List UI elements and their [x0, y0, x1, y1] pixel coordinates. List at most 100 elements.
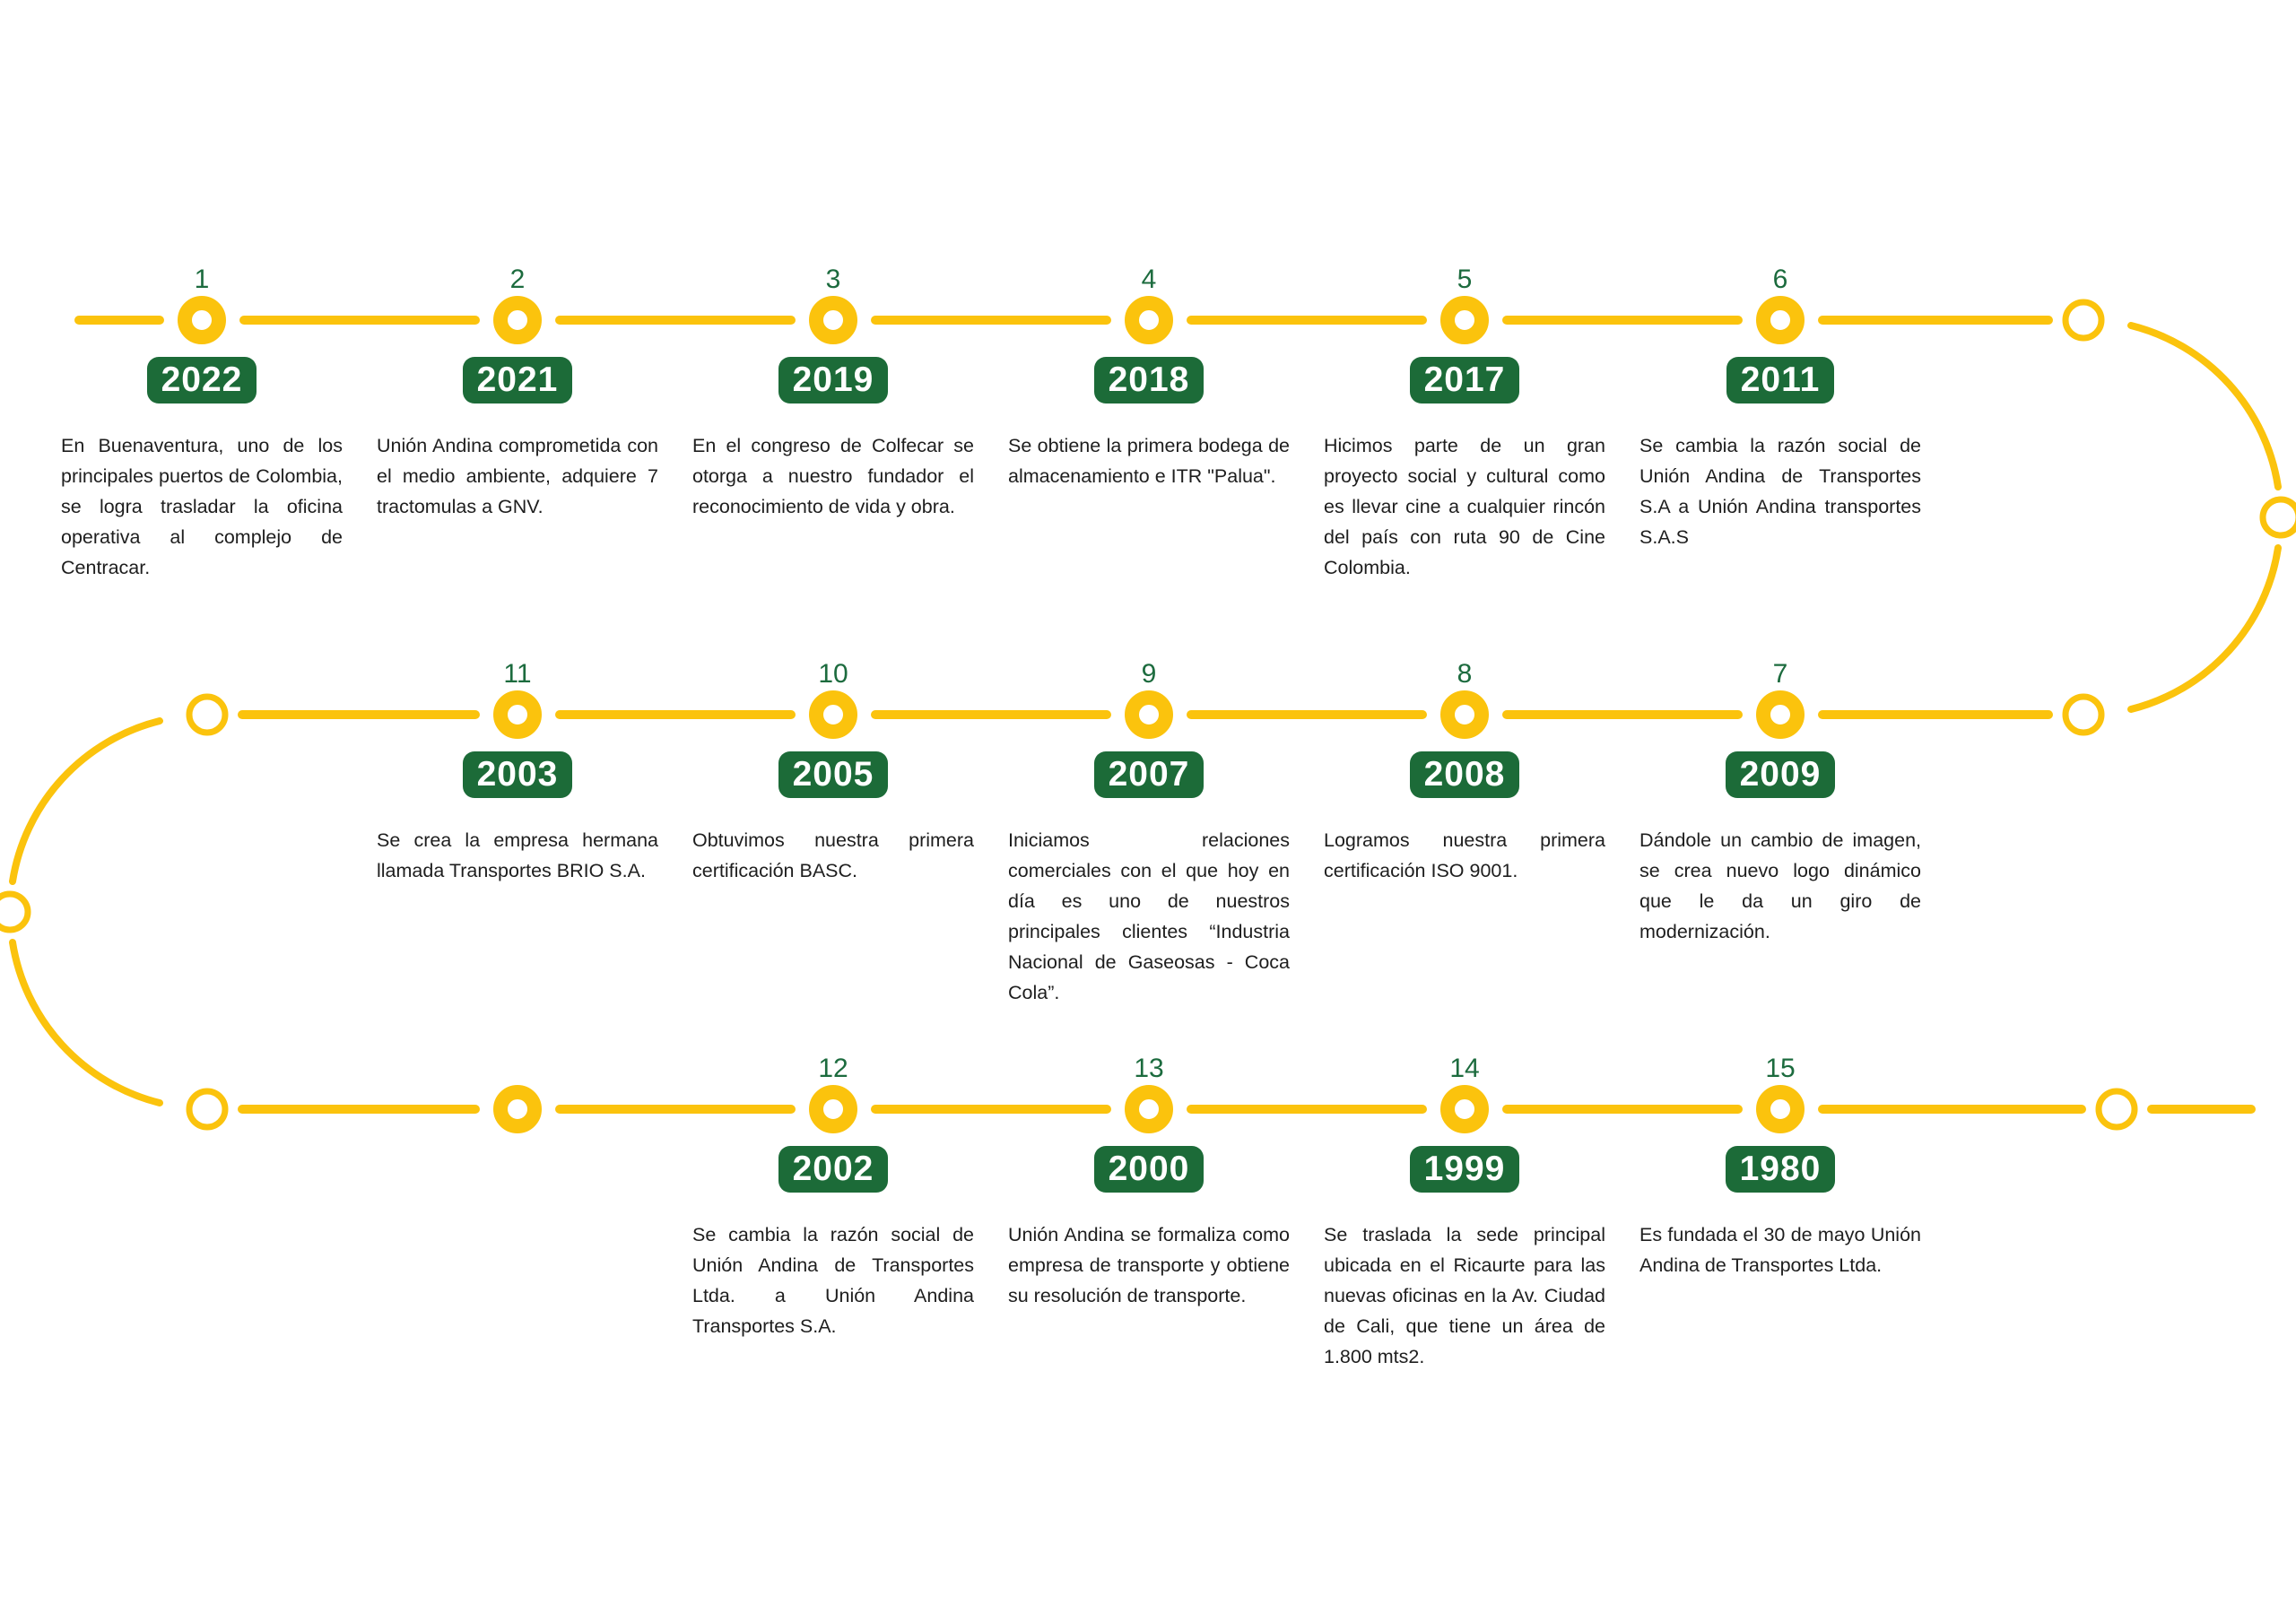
milestone-number: 13 — [1134, 1054, 1164, 1083]
milestone-1980: 15 1980 Es fundada el 30 de mayo Unión A… — [1630, 1054, 1931, 1280]
ring-row2-right — [2062, 693, 2105, 736]
node-1 — [178, 296, 226, 344]
milestone-description: En Buenaventura, uno de los principales … — [61, 435, 343, 578]
milestone-description: Se traslada la sede principal ubicada en… — [1324, 1224, 1605, 1367]
milestone-2007: 9 2007 Iniciamos relaciones comerciales … — [998, 659, 1300, 1008]
year-badge: 2002 — [778, 1146, 889, 1193]
milestone-2021: 2 2021 Unión Andina comprometida con el … — [367, 265, 668, 522]
node-3 — [809, 296, 857, 344]
year-badge: 2008 — [1409, 751, 1520, 798]
ring-row3-left — [186, 1088, 229, 1131]
node-unnumbered — [493, 1085, 542, 1133]
milestone-number: 15 — [1765, 1054, 1796, 1083]
year-label: 2009 — [1739, 755, 1822, 794]
ring-row3-right — [2095, 1088, 2138, 1131]
year-badge: 2009 — [1725, 751, 1836, 798]
node-9 — [1125, 690, 1173, 739]
milestone-description: Se cambia la razón social de Unión Andin… — [692, 1224, 974, 1337]
year-label: 2005 — [792, 755, 874, 794]
node-4 — [1125, 296, 1173, 344]
milestone-description: Es fundada el 30 de mayo Unión Andina de… — [1639, 1224, 1921, 1276]
year-label: 2002 — [792, 1150, 874, 1188]
node-12 — [809, 1085, 857, 1133]
year-label: 2017 — [1423, 360, 1506, 399]
connector-arc-right — [2127, 322, 2282, 713]
milestone-description: Obtuvimos nuestra primera certificación … — [692, 829, 974, 881]
node-13 — [1125, 1085, 1173, 1133]
milestone-description: Iniciamos relaciones comerciales con el … — [1008, 829, 1290, 1003]
year-label: 2011 — [1740, 360, 1821, 399]
node-10 — [809, 690, 857, 739]
year-badge: 2022 — [146, 357, 257, 404]
year-badge: 2019 — [778, 357, 889, 404]
node-7 — [1756, 690, 1805, 739]
node-5 — [1440, 296, 1489, 344]
year-label: 2008 — [1423, 755, 1506, 794]
year-badge: 2007 — [1093, 751, 1205, 798]
milestone-description: Hicimos parte de un gran proyecto social… — [1324, 435, 1605, 578]
milestone-description: Dándole un cambio de imagen, se crea nue… — [1639, 829, 1921, 942]
milestone-description: Se obtiene la primera bodega de almacena… — [1008, 435, 1290, 487]
year-badge: 2005 — [778, 751, 889, 798]
milestone-number: 7 — [1772, 659, 1788, 689]
milestone-2000: 13 2000 Unión Andina se formaliza como e… — [998, 1054, 1300, 1311]
node-15 — [1756, 1085, 1805, 1133]
year-label: 2007 — [1108, 755, 1190, 794]
milestone-number: 3 — [825, 265, 841, 294]
milestone-number: 1 — [194, 265, 210, 294]
milestone-2018: 4 2018 Se obtiene la primera bodega de a… — [998, 265, 1300, 491]
milestone-number: 6 — [1772, 265, 1788, 294]
milestone-description: Se crea la empresa hermana llamada Trans… — [377, 829, 658, 881]
year-badge: 2017 — [1409, 357, 1520, 404]
ring-row2-left — [186, 693, 229, 736]
milestone-2022: 1 2022 En Buenaventura, uno de los princ… — [51, 265, 352, 583]
connector-rings — [0, 299, 2296, 1131]
milestone-2009: 7 2009 Dándole un cambio de imagen, se c… — [1630, 659, 1931, 947]
year-label: 1999 — [1423, 1150, 1506, 1188]
year-label: 2021 — [476, 360, 559, 399]
node-2 — [493, 296, 542, 344]
node-8 — [1440, 690, 1489, 739]
timeline-nodes — [178, 296, 1805, 1133]
year-label: 2022 — [161, 360, 243, 399]
milestone-number: 12 — [818, 1054, 848, 1083]
milestone-2017: 5 2017 Hicimos parte de un gran proyecto… — [1314, 265, 1615, 583]
year-label: 2003 — [476, 755, 559, 794]
year-badge: 1999 — [1409, 1146, 1520, 1193]
ring-arc-right — [2259, 496, 2296, 539]
milestone-1999: 14 1999 Se traslada la sede principal ub… — [1314, 1054, 1615, 1372]
milestone-2003: 11 2003 Se crea la empresa hermana llama… — [367, 659, 668, 886]
year-badge: 2003 — [462, 751, 573, 798]
year-badge: 1980 — [1725, 1146, 1836, 1193]
milestone-2019: 3 2019 En el congreso de Colfecar se oto… — [683, 265, 984, 522]
milestone-2005: 10 2005 Obtuvimos nuestra primera certif… — [683, 659, 984, 886]
milestone-number: 4 — [1141, 265, 1157, 294]
year-label: 1980 — [1739, 1150, 1822, 1188]
milestone-number: 5 — [1457, 265, 1473, 294]
milestone-description: En el congreso de Colfecar se otorga a n… — [692, 435, 974, 517]
ring-arc-left — [0, 890, 31, 933]
year-label: 2018 — [1108, 360, 1190, 399]
milestone-description: Unión Andina comprometida con el medio a… — [377, 435, 658, 517]
year-badge: 2011 — [1726, 357, 1835, 404]
milestone-number: 9 — [1141, 659, 1157, 689]
milestone-description: Se cambia la razón social de Unión Andin… — [1639, 435, 1921, 548]
milestone-description: Logramos nuestra primera certificación I… — [1324, 829, 1605, 881]
milestone-description: Unión Andina se formaliza como empresa d… — [1008, 1224, 1290, 1306]
year-badge: 2000 — [1093, 1146, 1205, 1193]
year-badge: 2021 — [462, 357, 573, 404]
milestone-number: 8 — [1457, 659, 1473, 689]
milestone-number: 14 — [1449, 1054, 1480, 1083]
year-badge: 2018 — [1093, 357, 1205, 404]
milestone-number: 10 — [818, 659, 848, 689]
milestone-2008: 8 2008 Logramos nuestra primera certific… — [1314, 659, 1615, 886]
milestone-number: 11 — [503, 659, 532, 689]
node-6 — [1756, 296, 1805, 344]
year-label: 2000 — [1108, 1150, 1190, 1188]
year-label: 2019 — [792, 360, 874, 399]
node-14 — [1440, 1085, 1489, 1133]
milestone-2002: 12 2002 Se cambia la razón social de Uni… — [683, 1054, 984, 1341]
node-11 — [493, 690, 542, 739]
